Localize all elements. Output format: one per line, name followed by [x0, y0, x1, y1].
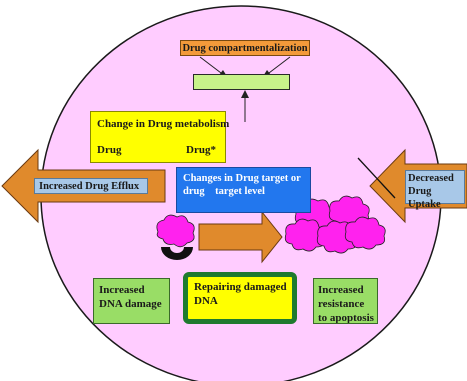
metabolism-box: Change in Drug metabolism Drug Drug* — [90, 111, 230, 163]
dna-damage-line-2: DNA damage — [99, 297, 162, 310]
dna-damage-line-1: Increased — [99, 284, 145, 296]
metabolism-title: Change in Drug metabolism — [97, 118, 230, 130]
target-receptor — [161, 247, 193, 260]
compart-arrowhead-up — [241, 90, 249, 98]
dna-damage-box: Increased DNA damage — [93, 278, 170, 324]
metabolism-to: Drug* — [186, 144, 216, 156]
dna-repair-line-2: DNA — [194, 294, 218, 307]
resistance-line-1: Increased — [318, 284, 364, 296]
dna-repair-line-1: Repairing damaged — [194, 281, 287, 293]
uptake-blocked-mark — [357, 157, 396, 199]
drug-target-line-2: drug target level — [183, 186, 265, 198]
resistance-line-2: resistance — [318, 297, 365, 310]
uptake-line-2: Uptake — [408, 199, 441, 211]
drug-target-box: Changes in Drug target or drug target le… — [176, 167, 311, 213]
apoptosis-resistance-box: Increased resistance to apoptosis — [313, 278, 378, 324]
compartment-box — [193, 74, 290, 90]
amplification-arrow — [198, 210, 283, 264]
metabolism-conversion: Drug Drug* — [97, 144, 225, 158]
drug-molecule-small — [156, 214, 195, 248]
resistance-line-3: to apoptosis — [318, 311, 374, 324]
metabolism-from: Drug — [97, 144, 122, 156]
drug-target-line-1: Changes in Drug target or — [183, 173, 301, 184]
uptake-line-1: Decreased Drug — [408, 173, 454, 198]
dna-repair-box: Repairing damaged DNA — [183, 272, 297, 324]
uptake-label: Decreased Drug Uptake — [405, 170, 465, 210]
drug-molecule-cluster-5 — [344, 216, 386, 250]
compartmentalization-label: Drug compartmentalization — [180, 40, 310, 56]
efflux-label: Increased Drug Efflux — [34, 178, 148, 194]
